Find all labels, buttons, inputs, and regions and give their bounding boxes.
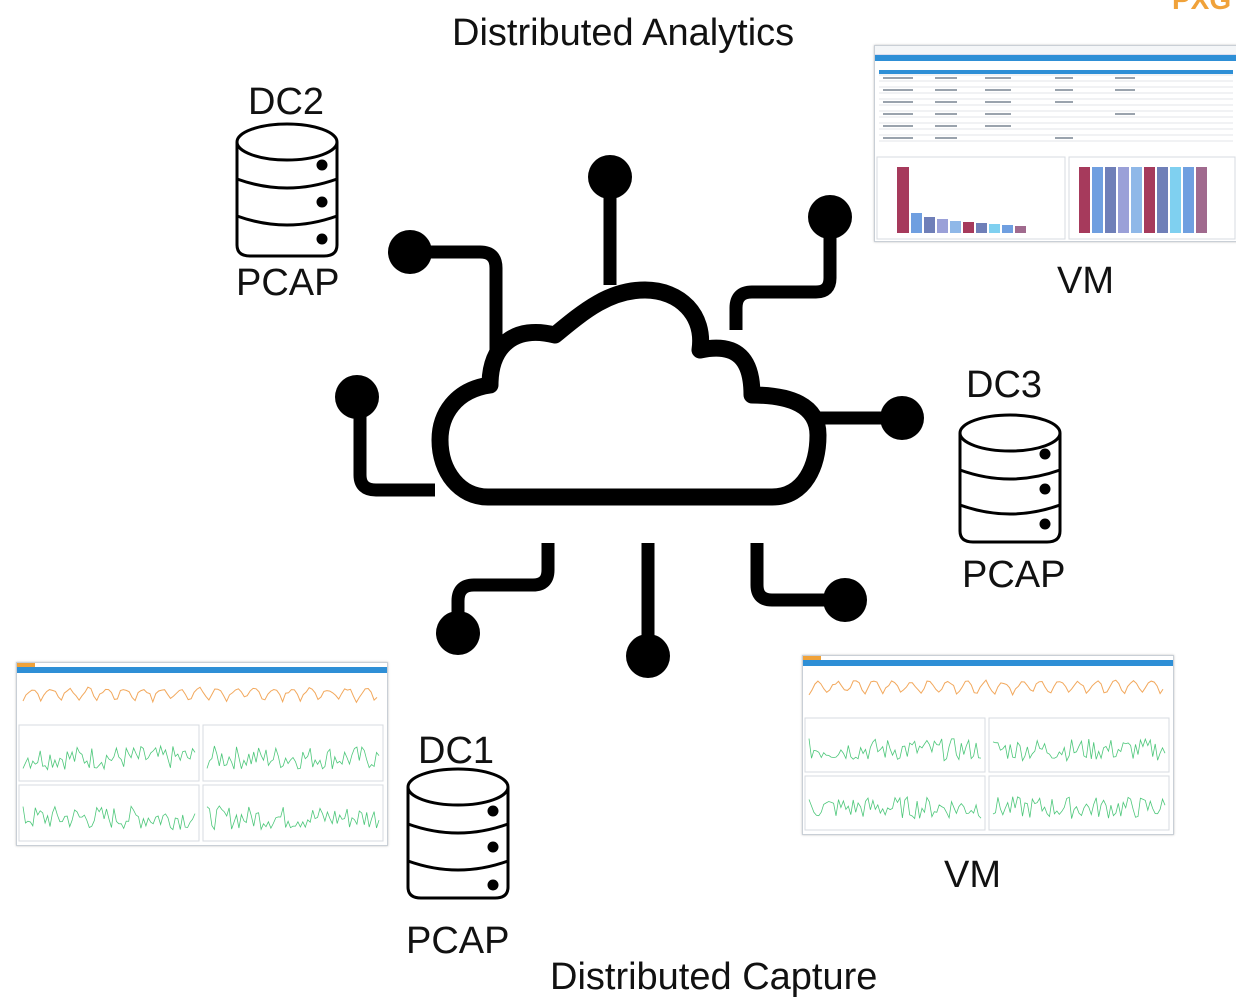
title-distributed-capture: Distributed Capture	[550, 956, 878, 998]
capture-mini-content-left	[18, 686, 384, 842]
capture-vm-label: VM	[944, 854, 1001, 896]
capture-screenshot-left	[16, 662, 388, 846]
capture-mini-content-right	[804, 679, 1170, 831]
title-distributed-analytics: Distributed Analytics	[452, 12, 795, 54]
database-icon-dc1	[406, 767, 510, 900]
dc2-label: DC2	[248, 81, 325, 123]
dc1-pcap-label: PCAP	[406, 920, 510, 962]
analytics-vm-label: VM	[1057, 260, 1114, 302]
mini-bar-chart-right	[1079, 167, 1207, 233]
dc3-label: DC3	[966, 364, 1043, 406]
mini-bar-chart-left	[897, 167, 1026, 233]
analytics-mini-content	[876, 70, 1236, 240]
analytics-screenshot	[874, 45, 1236, 242]
cloud-icon	[431, 281, 827, 506]
connector-dots	[335, 155, 924, 678]
dc2-pcap-label: PCAP	[236, 262, 340, 304]
capture-screenshot-right	[802, 655, 1174, 835]
corner-logo-text: PXG	[1172, 0, 1231, 14]
dc1-label: DC1	[418, 730, 495, 772]
connector-lines	[353, 180, 900, 650]
database-icon-dc3	[958, 413, 1062, 544]
database-icon-dc2	[235, 122, 339, 258]
dc3-pcap-label: PCAP	[962, 554, 1066, 596]
